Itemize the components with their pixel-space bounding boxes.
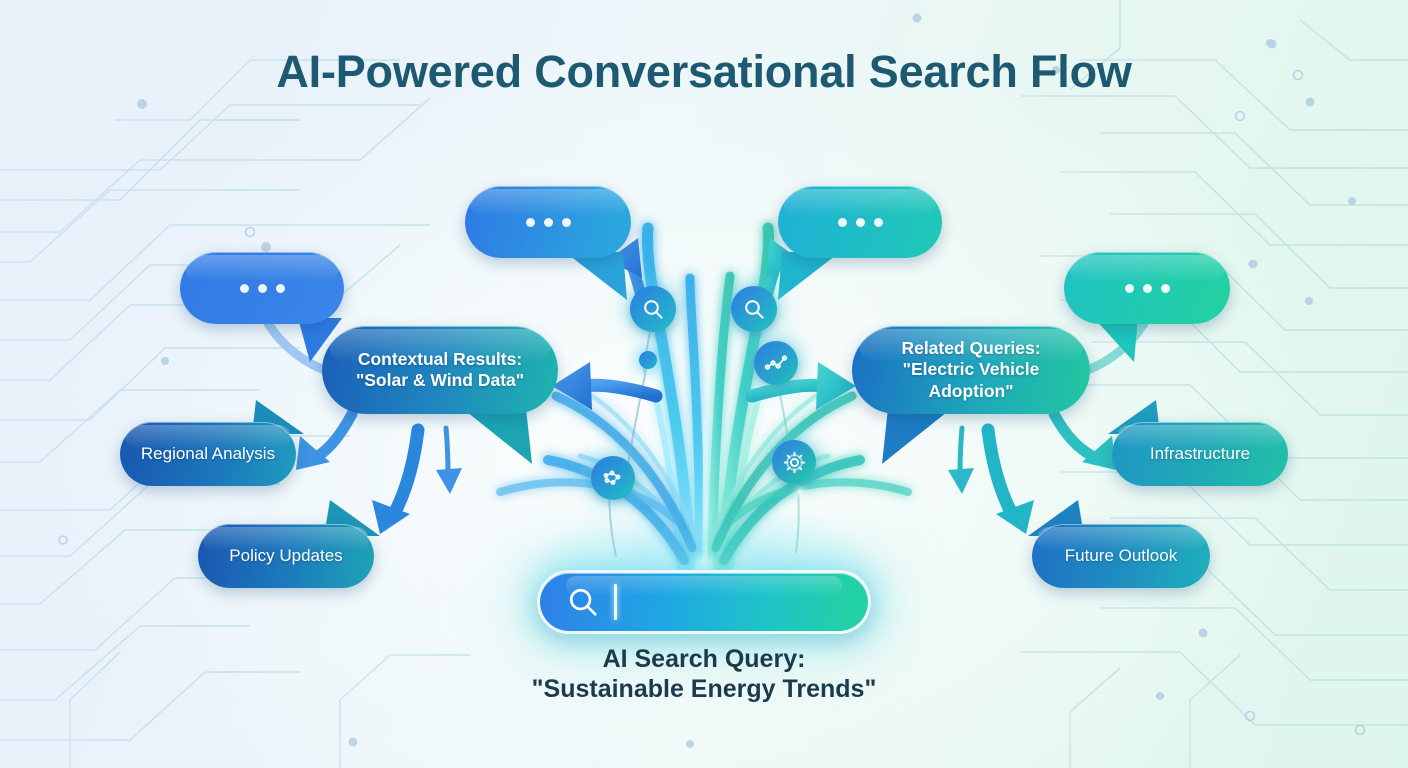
node-contextual-results[interactable]: Contextual Results: "Solar & Wind Data" [322,326,558,414]
search-icon-badge-right[interactable] [731,286,777,332]
node-infrastructure[interactable]: Infrastructure [1112,422,1288,486]
typing-dots [837,217,883,227]
typing-bubble-right-inner-tail [778,252,840,300]
node-related-queries-tail [882,408,952,464]
node-dot-badge [639,351,657,369]
gear-icon-badge[interactable] [772,440,816,484]
search-icon [644,300,663,319]
arrow-related-to-infrastructure [1048,408,1116,470]
arrow-contextual-secondary [436,425,462,494]
arrow-contextual-to-policy [372,423,425,534]
typing-dots [525,217,571,227]
node-contextual-results-tail [462,408,532,464]
typing-bubble-right-outer-tail [1094,318,1138,362]
caption-line-1: AI Search Query: [602,645,806,673]
node-regional-analysis[interactable]: Regional Analysis [120,422,296,486]
node-policy-updates-label: Policy Updates [229,545,343,565]
arrow-related-secondary [948,425,974,494]
typing-bubble-right-outer[interactable] [1064,252,1230,324]
node-related-queries-label: Related Queries: "Electric Vehicle Adopt… [901,337,1041,401]
gear-icon [783,451,805,473]
node-infrastructure-label: Infrastructure [1149,443,1251,463]
search-icon [569,588,597,616]
typing-bubble-left-outer-tail [298,318,342,362]
text-cursor [614,584,617,620]
typing-dots [1124,283,1170,293]
arrow-contextual-to-regional [296,408,358,470]
search-icon [745,300,764,319]
network-icon-badge-right[interactable] [754,341,798,385]
typing-bubble-right-inner[interactable] [778,186,942,258]
network-icon [764,355,788,370]
node-related-queries[interactable]: Related Queries: "Electric Vehicle Adopt… [852,326,1090,414]
node-regional-analysis-label: Regional Analysis [140,443,276,463]
network-icon [603,470,621,485]
typing-bubble-left-inner-tail [565,252,627,300]
page-title: AI-Powered Conversational Search Flow [276,46,1132,97]
arrow-to-related-queries [745,362,856,410]
arrow-to-contextual-results [552,362,663,410]
search-query-caption: AI Search Query: "Sustainable Energy Tre… [0,645,1408,704]
node-contextual-results-label: Contextual Results: "Solar & Wind Data" [355,348,525,390]
node-policy-updates[interactable]: Policy Updates [198,524,374,588]
node-future-outlook[interactable]: Future Outlook [1032,524,1210,588]
arrow-related-to-future [981,423,1034,534]
network-icon-badge-left[interactable] [591,456,635,500]
typing-dots [239,283,285,293]
node-future-outlook-label: Future Outlook [1064,545,1178,565]
typing-bubble-left-inner[interactable] [465,186,631,258]
ai-search-input[interactable] [537,570,871,634]
caption-line-2: "Sustainable Energy Trends" [531,674,877,703]
typing-bubble-left-outer[interactable] [180,252,344,324]
search-icon-badge-left[interactable] [630,286,676,332]
search-bar-container[interactable] [537,570,871,634]
